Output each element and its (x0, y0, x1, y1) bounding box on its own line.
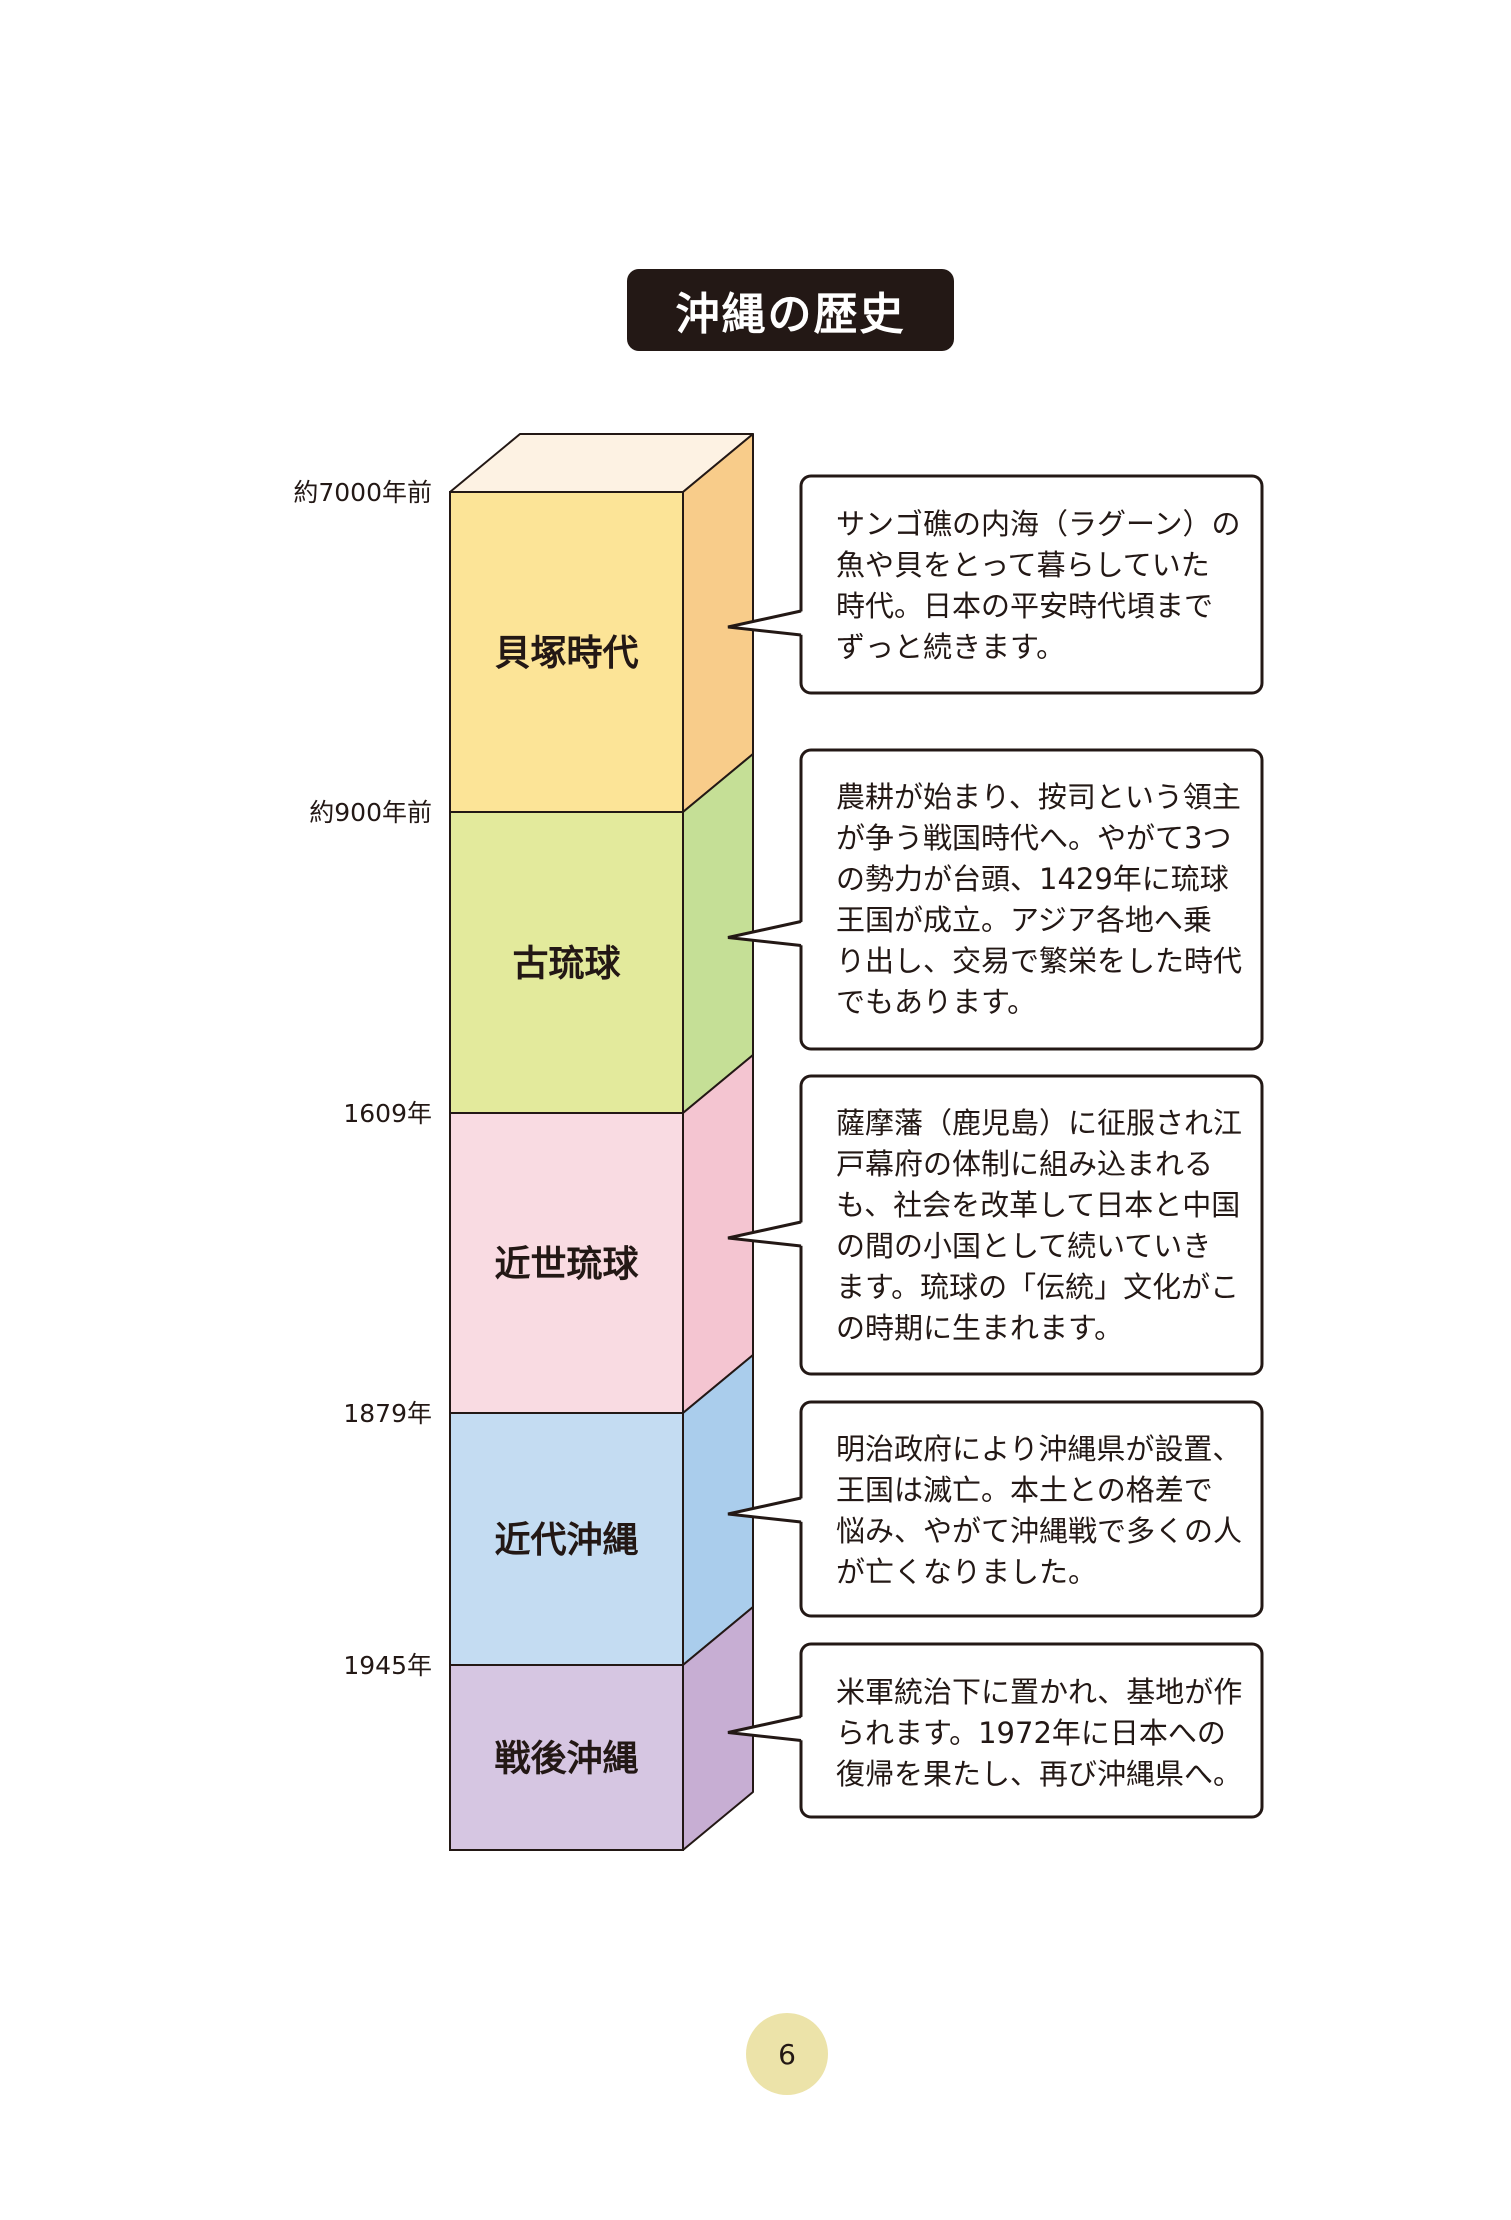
description-line: 薩摩藩（鹿児島）に征服され江 (836, 1106, 1243, 1140)
description-line: 王国は滅亡。本土との格差で (836, 1473, 1213, 1507)
description-line: も、社会を改革して日本と中国 (836, 1188, 1241, 1222)
era-front-face (449, 1412, 684, 1666)
era-front-face (449, 1112, 684, 1414)
description-line: ます。琉球の「伝統」文化がこ (836, 1270, 1240, 1304)
description-line: でもあります。 (836, 985, 1037, 1019)
era-start-date: 1879年 (343, 1399, 432, 1428)
description-line: 悩み、やがて沖縄戦で多くの人 (836, 1514, 1243, 1548)
callout-pointer (727, 1220, 802, 1248)
era-front-face (449, 491, 684, 813)
era-segment: 近世琉球 1609年 (343, 1054, 754, 1414)
era-front-face (449, 1664, 684, 1851)
description-line: 王国が成立。アジア各地へ乗 (836, 903, 1212, 937)
page-number: 6 (778, 2037, 796, 2071)
callout-pointer (727, 920, 802, 947)
callout-pointer (727, 1715, 802, 1742)
description-line: ずっと続きます。 (836, 630, 1066, 664)
era-description: 薩摩藩（鹿児島）に征服され江戸幕府の体制に組み込まれるも、社会を改革して日本と中… (836, 1103, 1274, 1349)
callout-pointer (727, 1496, 802, 1524)
era-start-date: 約900年前 (309, 798, 432, 827)
era-description: 農耕が始まり、按司という領主が争う戦国時代へ。やがて3つの勢力が台頭、1429年… (836, 777, 1274, 1023)
description-line: の間の小国として続いていき (836, 1229, 1212, 1263)
description-line: の時期に生まれます。 (836, 1311, 1124, 1345)
description-line: 農耕が始まり、按司という領主 (836, 780, 1241, 814)
callout-boxes (727, 474, 1264, 1819)
era-description: 明治政府により沖縄県が設置、王国は滅亡。本土との格差で悩み、やがて沖縄戦で多くの… (836, 1429, 1274, 1593)
era-description: サンゴ礁の内海（ラグーン）の魚や貝をとって暮らしていた時代。日本の平安時代頃まで… (836, 504, 1274, 668)
description-line: 明治政府により沖縄県が設置、 (836, 1432, 1242, 1466)
description-line: り出し、交易で繁栄をした時代 (836, 944, 1243, 978)
page-number-badge: 6 (746, 2013, 828, 2095)
callout-pointer (727, 609, 802, 637)
era-front-face (449, 811, 684, 1114)
description-line: サンゴ礁の内海（ラグーン）の (836, 507, 1241, 541)
description-line: が争う戦国時代へ。やがて3つ (836, 821, 1232, 855)
page-title-box: 沖縄の歴史 (627, 269, 954, 351)
era-start-date: 1609年 (343, 1099, 432, 1128)
description-line: 復帰を果たし、再び沖縄県へ。 (836, 1757, 1243, 1791)
description-line: 魚や貝をとって暮らしていた (836, 548, 1210, 582)
callout-box (799, 748, 1264, 1051)
era-segment: 戦後沖縄 1945年 (343, 1606, 754, 1851)
description-line: 米軍統治下に置かれ、基地が作 (836, 1675, 1243, 1709)
era-start-date: 1945年 (343, 1651, 432, 1680)
era-segment: 古琉球 約900年前 (309, 753, 754, 1114)
callout-box (799, 474, 1264, 695)
description-line: が亡くなりました。 (836, 1555, 1098, 1589)
description-line: 戸幕府の体制に組み込まれる (836, 1147, 1214, 1181)
era-name: 近代沖縄 (494, 1520, 638, 1561)
era-description: 米軍統治下に置かれ、基地が作られます。1972年に日本への復帰を果たし、再び沖縄… (836, 1672, 1274, 1795)
description-line: られます。1972年に日本への (836, 1716, 1226, 1750)
era-name: 近世琉球 (494, 1244, 639, 1285)
description-line: の勢力が台頭、1429年に琉球 (836, 862, 1229, 896)
page-title: 沖縄の歴史 (675, 289, 906, 340)
era-segment: 貝塚時代 約7000年前 (293, 433, 754, 813)
era-name: 古琉球 (512, 944, 621, 985)
era-segment: 近代沖縄 1879年 (343, 1354, 754, 1666)
era-name: 戦後沖縄 (494, 1739, 638, 1780)
era-name: 貝塚時代 (494, 633, 638, 674)
description-line: 時代。日本の平安時代頃まで (836, 589, 1214, 623)
era-start-date: 約7000年前 (293, 478, 432, 507)
